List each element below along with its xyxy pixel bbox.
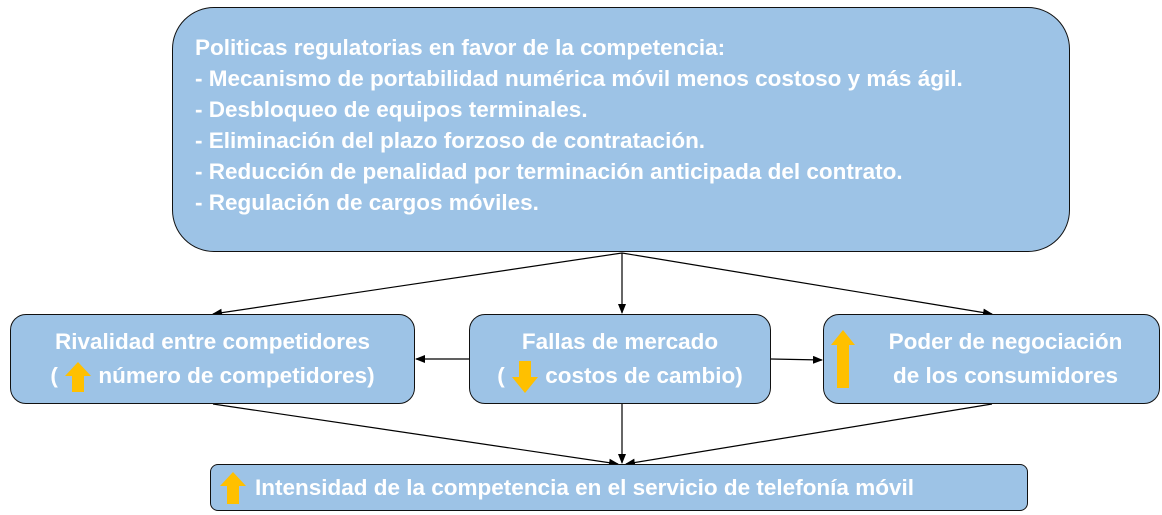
rivalry-title: Rivalidad entre competidores: [54, 329, 371, 354]
policy-item: - Mecanismo de portabilidad numérica móv…: [195, 66, 963, 91]
rivalry-box: Rivalidad entre competidores ( número de…: [10, 314, 415, 404]
policy-item: - Eliminación del plazo forzoso de contr…: [195, 128, 706, 153]
arrow-rivalry-to-outcome: [212, 403, 619, 467]
up-arrow-icon: [65, 362, 92, 393]
arrow-policy-to-power: [621, 252, 993, 317]
arrow-failures-to-power: [770, 355, 823, 364]
failures-open-paren: (: [497, 363, 505, 388]
policy-item: - Desbloqueo de equipos terminales.: [195, 97, 588, 122]
failures-title: Fallas de mercado: [521, 329, 719, 354]
outcome-text: Intensidad de la competencia en el servi…: [255, 475, 914, 500]
rivalry-open-paren: (: [50, 363, 58, 388]
power-box: Poder de negociación de los consumidores: [823, 314, 1160, 404]
arrow-policy-to-rivalry: [212, 252, 623, 317]
up-arrow-icon: [220, 472, 246, 504]
policy-title: Politicas regulatorias en favor de la co…: [195, 35, 726, 60]
power-title: Poder de negociación: [888, 329, 1123, 354]
rivalry-subtitle: número de competidores): [98, 363, 375, 388]
up-arrow-icon: [831, 330, 855, 388]
power-subtitle: de los consumidores: [892, 363, 1119, 388]
outcome-box: Intensidad de la competencia en el servi…: [210, 464, 1028, 511]
policy-box: Politicas regulatorias en favor de la co…: [172, 7, 1070, 252]
rivalry-subtitle-row: ( número de competidores): [11, 359, 414, 393]
policy-item: - Reducción de penalidad por terminación…: [195, 159, 903, 184]
down-arrow-icon: [511, 361, 538, 394]
failures-subtitle-row: ( costos de cambio): [470, 359, 770, 394]
policy-item: - Regulación de cargos móviles.: [195, 190, 539, 215]
arrow-power-to-outcome: [625, 403, 993, 467]
failures-box: Fallas de mercado ( costos de cambio): [469, 314, 771, 404]
failures-subtitle: costos de cambio): [545, 363, 743, 388]
